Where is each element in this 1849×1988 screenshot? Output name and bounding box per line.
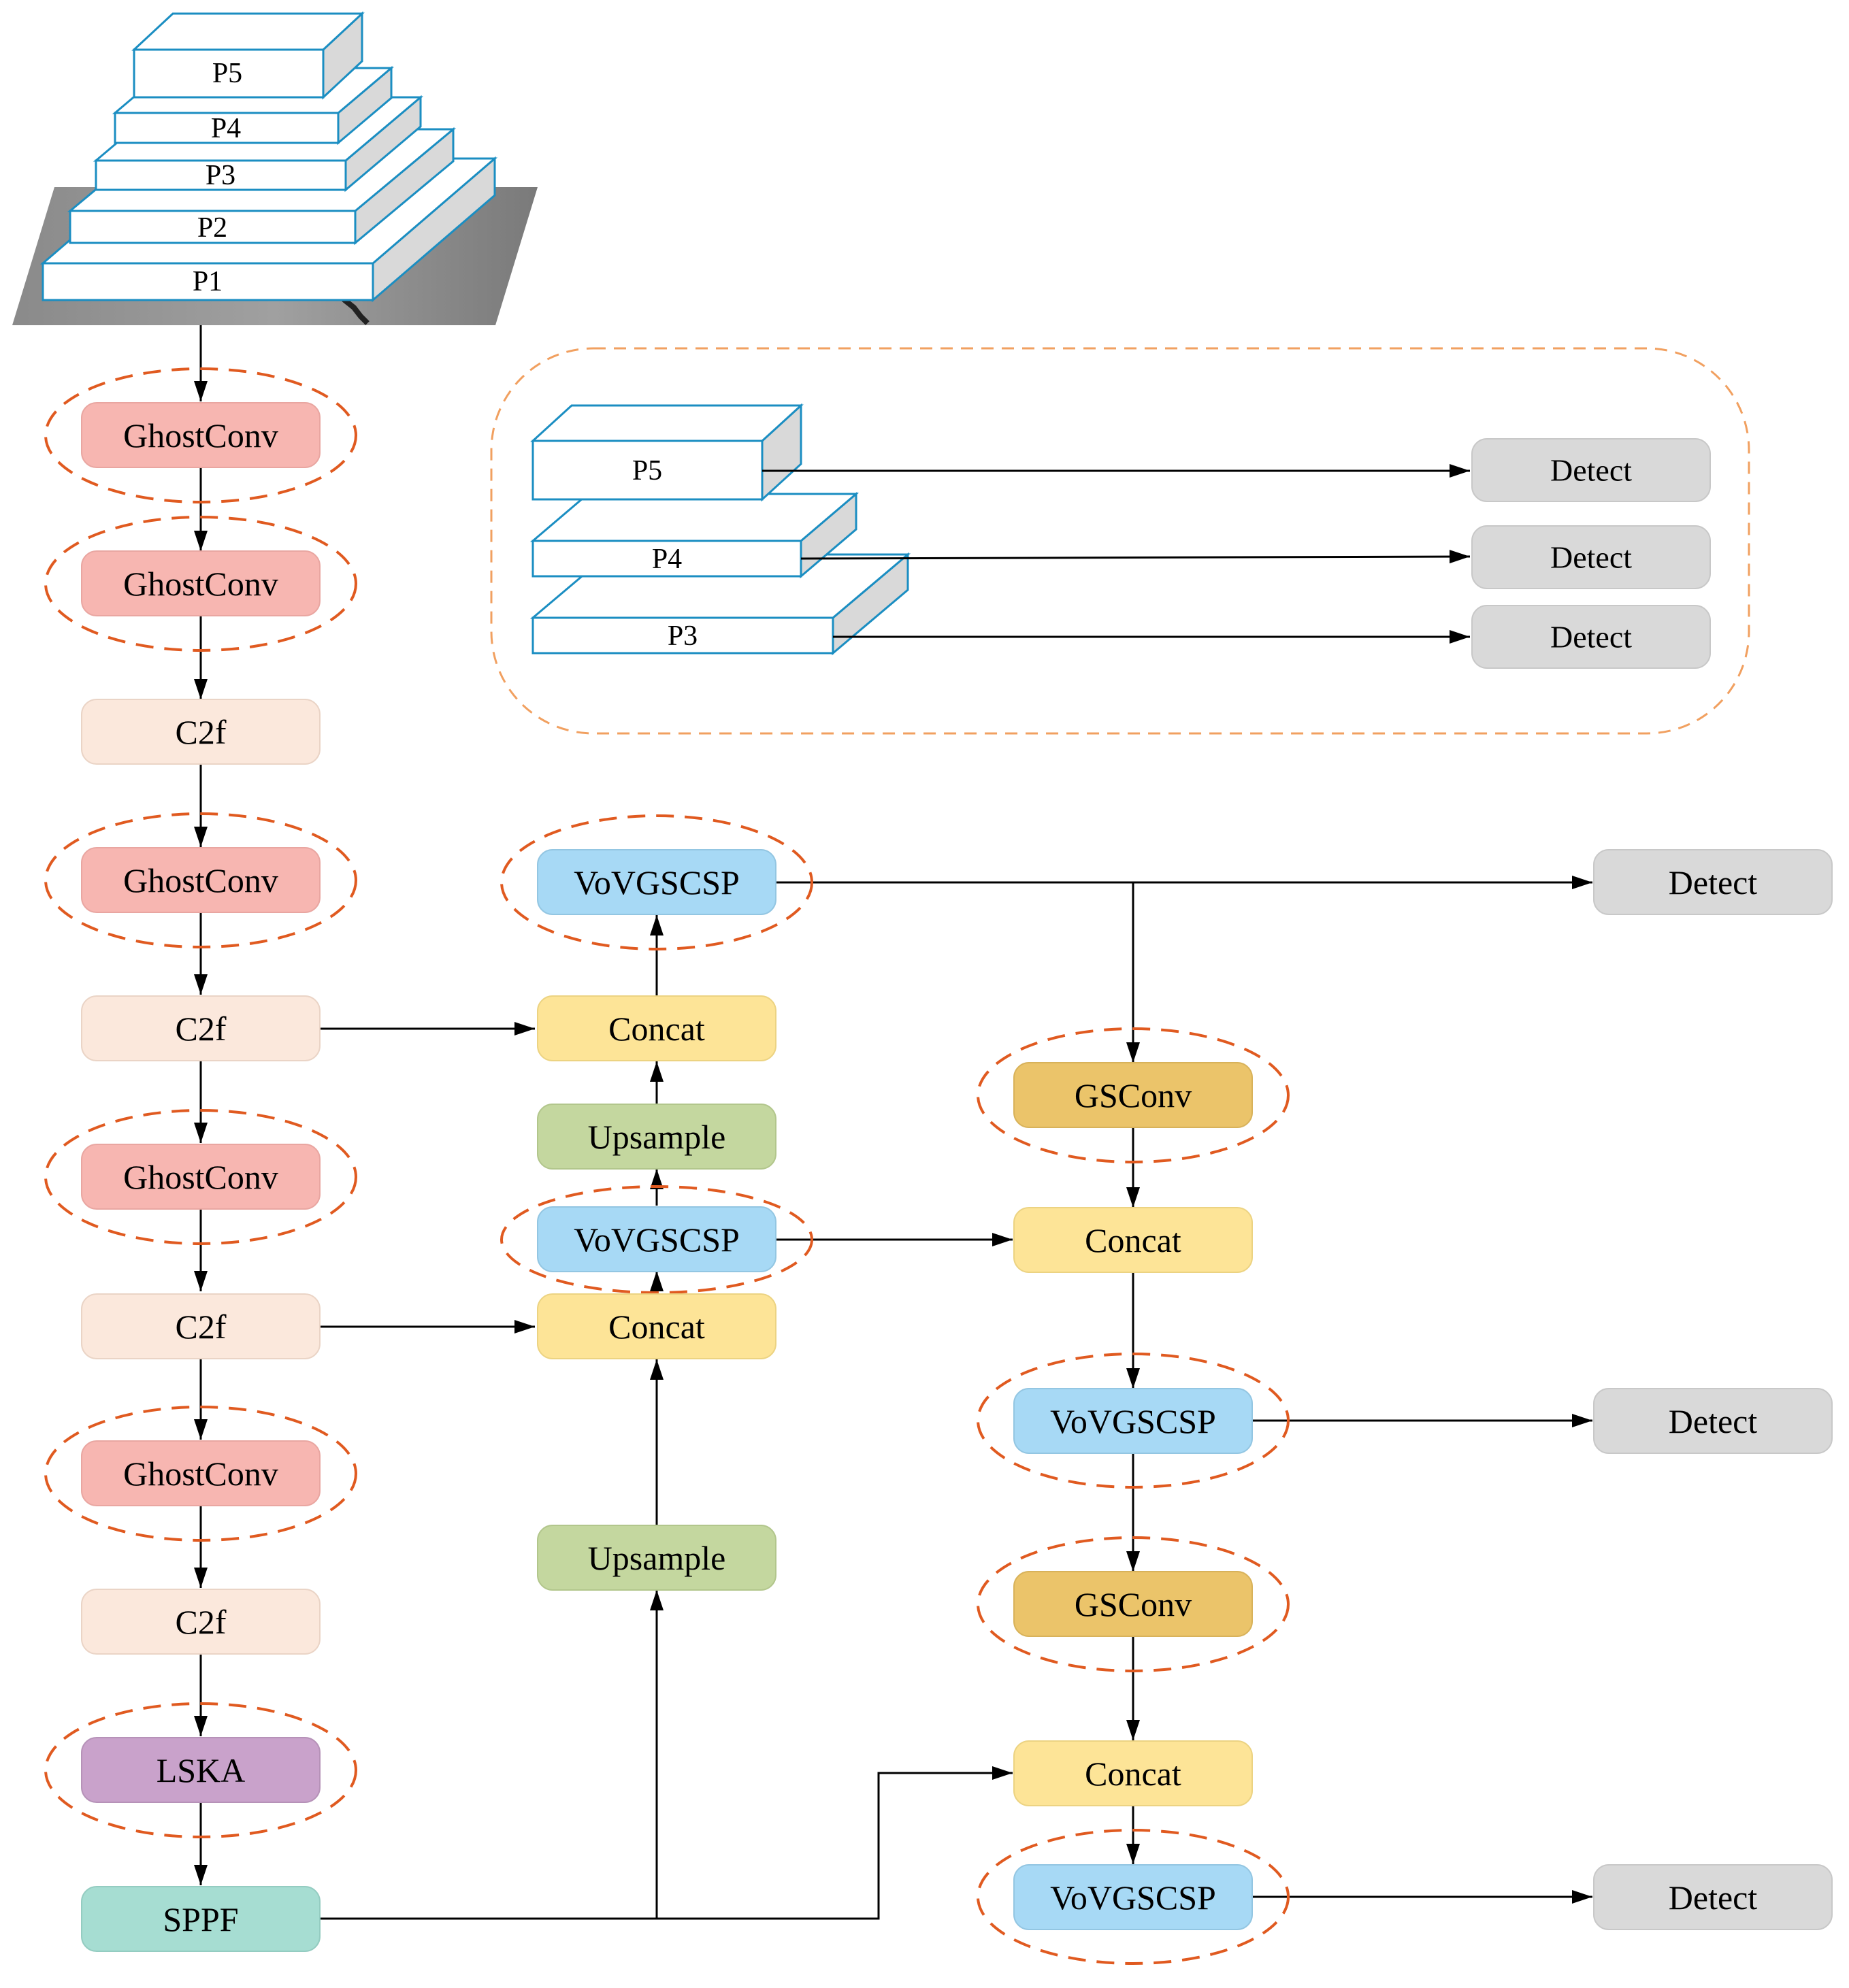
group-detect-label-1: Detect	[1550, 453, 1632, 488]
ghostconv-node-3	[81, 847, 321, 913]
detect-node-3	[1593, 1864, 1833, 1930]
detect-label-3: Detect	[1669, 1878, 1758, 1917]
group-label-p5: P5	[632, 455, 662, 486]
ghostconv-label-1: GhostConv	[123, 416, 278, 454]
group-detect-box-1	[1471, 438, 1711, 502]
head: GSConv Concat VoVGSCSP GSConv Concat VoV…	[977, 849, 1833, 1965]
vovgscsp-node-top	[537, 849, 776, 915]
highlight-ring	[44, 1406, 357, 1542]
group-detect-label-3: Detect	[1550, 620, 1632, 655]
c2f-node-1	[81, 699, 321, 765]
concat-label-head-1: Concat	[1085, 1221, 1181, 1259]
connectors	[194, 325, 1592, 1920]
c2f-label-2: C2f	[176, 1010, 227, 1048]
vovgscsp-label-head-2: VoVGSCSP	[1050, 1878, 1216, 1917]
concat-label-top: Concat	[608, 1010, 705, 1048]
vovgscsp-node-head-2	[1013, 1864, 1253, 1930]
group-label-p4: P4	[652, 544, 682, 575]
upsample-node-bottom	[537, 1525, 776, 1591]
input-feature-pyramid: P1 P2 P3 P4 P5	[12, 11, 538, 325]
highlight-ring	[44, 1702, 357, 1838]
ghostconv-label-2: GhostConv	[123, 565, 278, 603]
group-layer-p4: P4	[529, 491, 860, 579]
upsample-node-top	[537, 1104, 776, 1170]
highlight-ring	[44, 1109, 357, 1245]
lska-node	[81, 1737, 321, 1803]
c2f-node-3	[81, 1293, 321, 1359]
highlight-ring	[977, 1027, 1290, 1163]
upsample-label-bottom: Upsample	[588, 1539, 726, 1577]
highlight-ring	[44, 516, 357, 652]
sppf-node	[81, 1886, 321, 1952]
input-image-crack	[342, 297, 370, 325]
group-layer-p5: P5	[530, 403, 804, 502]
pyramid-label-p4: P4	[211, 113, 241, 144]
group-detect-label-2: Detect	[1550, 540, 1632, 575]
group-label-p3: P3	[668, 620, 698, 652]
upsample-label-top: Upsample	[588, 1118, 726, 1156]
ghostconv-label-3: GhostConv	[123, 861, 278, 899]
gsconv-node-2	[1013, 1571, 1253, 1637]
backbone: GhostConv GhostConv C2f GhostConv C2f Gh…	[44, 367, 357, 1952]
detect-node-2	[1593, 1388, 1833, 1454]
gsconv-node-1	[1013, 1062, 1253, 1128]
c2f-label-3: C2f	[176, 1308, 227, 1346]
c2f-node-2	[81, 995, 321, 1061]
highlight-ring	[44, 367, 357, 503]
group-detect-box-3	[1471, 605, 1711, 669]
concat-node-top	[537, 995, 776, 1061]
group-detect-box-2	[1471, 525, 1711, 589]
highlight-ring	[44, 812, 357, 948]
ghostconv-node-1	[81, 402, 321, 468]
pyramid-layer-p5: P5	[131, 11, 365, 100]
detect-node-1	[1593, 849, 1833, 915]
highlight-ring	[977, 1829, 1290, 1965]
pyramid-label-p5: P5	[212, 58, 242, 89]
vovgscsp-node-mid	[537, 1206, 776, 1272]
gsconv-label-2: GSConv	[1075, 1585, 1192, 1623]
sppf-label: SPPF	[163, 1900, 238, 1938]
neck: VoVGSCSP Concat Upsample VoVGSCSP Concat…	[500, 814, 813, 1591]
lska-label: LSKA	[157, 1751, 246, 1789]
concat-node-head-2	[1013, 1740, 1253, 1806]
vovgscsp-node-head-1	[1013, 1388, 1253, 1454]
pyramid-label-p2: P2	[197, 212, 227, 244]
ghostconv-label-5: GhostConv	[123, 1455, 278, 1493]
concat-label-mid: Concat	[608, 1308, 705, 1346]
detect-label-1: Detect	[1669, 863, 1758, 901]
concat-node-mid	[537, 1293, 776, 1359]
gsconv-label-1: GSConv	[1075, 1076, 1192, 1114]
detection-group-frame	[490, 347, 1750, 735]
c2f-label-4: C2f	[176, 1603, 227, 1641]
concat-label-head-2: Concat	[1085, 1755, 1181, 1793]
c2f-label-1: C2f	[176, 713, 227, 751]
concat-node-head-1	[1013, 1207, 1253, 1273]
group-arrow-p4	[800, 550, 1471, 564]
vovgscsp-label-mid: VoVGSCSP	[574, 1221, 740, 1259]
highlight-ring	[977, 1536, 1290, 1672]
vovgscsp-label-top: VoVGSCSP	[574, 863, 740, 901]
pyramid-label-p3: P3	[206, 160, 235, 191]
highlight-ring	[500, 1185, 813, 1294]
detect-label-2: Detect	[1669, 1402, 1758, 1440]
ghostconv-label-4: GhostConv	[123, 1158, 278, 1196]
ghostconv-node-4	[81, 1144, 321, 1210]
detection-group: P3 P4 P5 Detect Detect Detect	[490, 347, 1750, 735]
pyramid-label-p1: P1	[193, 266, 223, 297]
highlight-ring	[500, 814, 813, 950]
vovgscsp-label-head-1: VoVGSCSP	[1050, 1402, 1216, 1440]
c2f-node-4	[81, 1589, 321, 1655]
highlight-ring	[977, 1353, 1290, 1489]
ghostconv-node-5	[81, 1440, 321, 1506]
ghostconv-node-2	[81, 550, 321, 616]
